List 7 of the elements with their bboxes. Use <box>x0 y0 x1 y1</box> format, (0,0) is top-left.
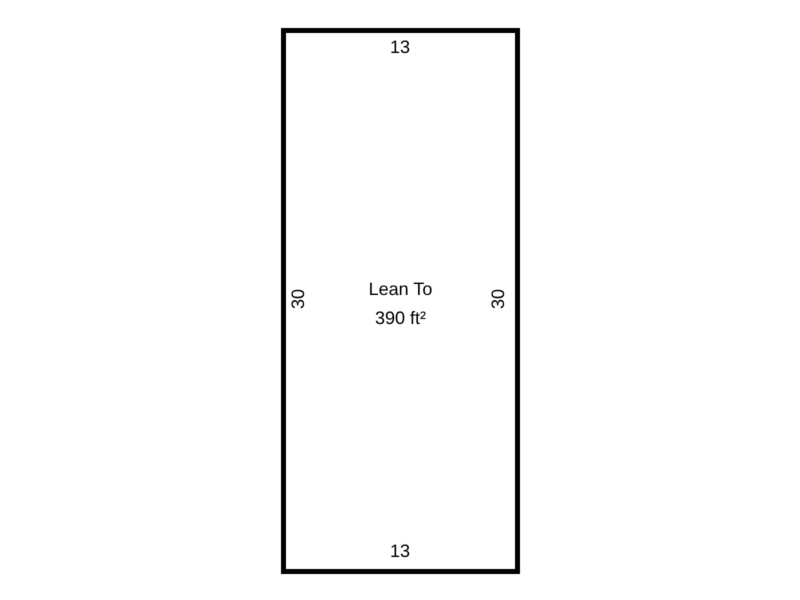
dimension-label: 13 <box>390 37 410 57</box>
area-value: 390 ft² <box>374 308 426 328</box>
dimension-label: 30 <box>288 288 308 310</box>
area-rectangle <box>281 28 520 574</box>
dimension-label: 30 <box>488 288 508 310</box>
area-name: Lean To <box>368 279 432 299</box>
dimension-label: 13 <box>390 541 410 561</box>
